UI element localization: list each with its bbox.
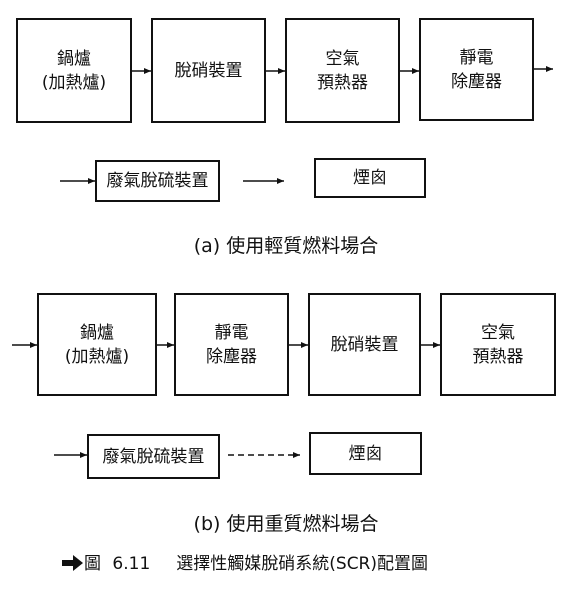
box-a-desulfurization-label: 廢氣脫硫裝置 [106,171,209,191]
box-b-chimney-label: 煙囪 [348,443,383,464]
box-a-air-preheater-label: 空氣 預熱器 [317,48,368,93]
box-b-air-preheater: 空氣 預熱器 [440,293,556,396]
box-a-denox-label: 脫硝裝置 [174,60,243,81]
box-a-desulfurization: 廢氣脫硫裝置 [95,160,220,202]
box-b-chimney: 煙囪 [309,432,422,475]
caption-b: (b) 使用重質燃料場合 [193,513,379,535]
box-a-boiler-label: 鍋爐 (加熱爐) [41,48,107,93]
figure-prefix: 圖 [84,554,101,574]
box-a-esp-label: 靜電 除塵器 [451,47,502,92]
box-b-desulfurization: 廢氣脫硫裝置 [87,434,220,479]
box-a-denox: 脫硝裝置 [151,18,266,123]
box-b-esp: 靜電 除塵器 [174,293,289,396]
box-b-desulfurization-label: 廢氣脫硫裝置 [102,446,205,467]
box-b-denox-label: 脫硝裝置 [330,334,399,355]
box-a-chimney-label: 煙囪 [353,168,387,188]
caption-a: (a) 使用輕質燃料場合 [193,235,379,257]
figure-title: 選擇性觸媒脫硝系統(SCR)配置圖 [176,554,429,574]
box-b-boiler: 鍋爐 (加熱爐) [37,293,157,396]
box-b-boiler-label: 鍋爐 (加熱爐) [64,322,130,367]
box-a-air-preheater: 空氣 預熱器 [285,18,400,123]
right-arrow-icon [62,555,83,571]
figure-caption: 圖 6.11 選擇性觸媒脫硝系統(SCR)配置圖 [62,549,428,574]
box-a-esp: 靜電 除塵器 [419,18,534,121]
box-a-chimney: 煙囪 [314,158,426,198]
box-b-denox: 脫硝裝置 [308,293,421,396]
box-b-air-preheater-label: 空氣 預熱器 [472,322,524,367]
figure-number: 6.11 [112,554,151,574]
box-b-esp-label: 靜電 除塵器 [206,322,257,367]
box-a-boiler: 鍋爐 (加熱爐) [16,18,132,123]
